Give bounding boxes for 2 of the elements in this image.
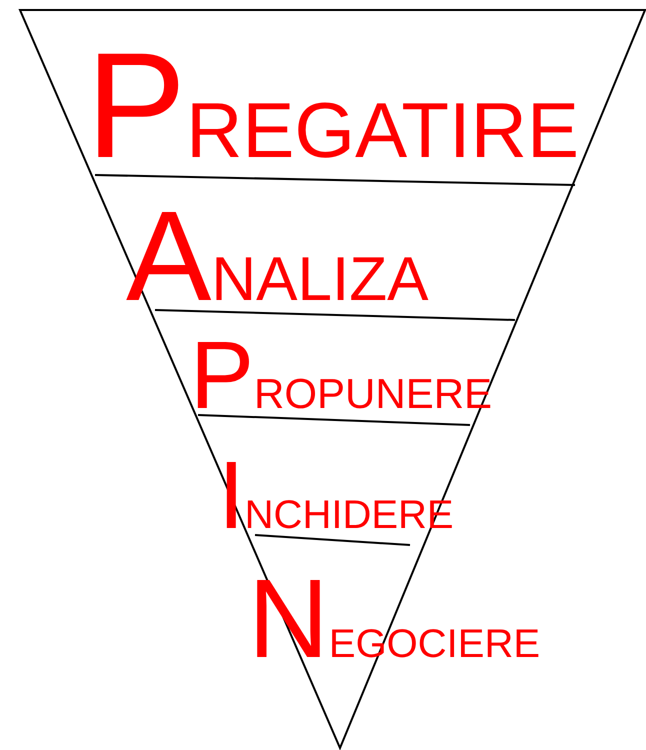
funnel-stage-label: ANALIZA xyxy=(126,193,428,321)
funnel-stage-label: PREGATIRE xyxy=(86,30,579,180)
